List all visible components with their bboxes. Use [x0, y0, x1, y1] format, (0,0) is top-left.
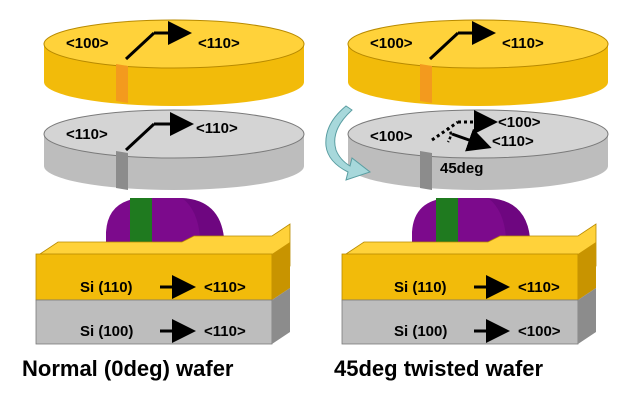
right-mid-label-lower: <110> [492, 133, 534, 150]
left-block: Si (110) <110> Si (100) <110> [35, 223, 291, 345]
right-mid-diag-dotted [431, 120, 459, 142]
left-top-label-left: <100> [66, 35, 109, 52]
right-gate-stripe [436, 198, 458, 250]
left-caption: Normal (0deg) wafer [22, 356, 234, 381]
left-layer-top-material: Si (110) [80, 279, 133, 296]
right-top-notch [420, 64, 432, 103]
right-mid-label-left: <100> [370, 128, 413, 145]
right-layer-bottom-direction: <100> [518, 323, 561, 340]
right-panel: <100> <110> <100> <100> <110> 45deg [325, 19, 609, 381]
right-mid-solid-arrow [451, 128, 492, 152]
left-top-label-right: <110> [198, 35, 240, 52]
right-mid-angle-label: 45deg [440, 160, 483, 177]
left-mid-label-right: <110> [196, 120, 238, 137]
right-layer-bottom-material: Si (100) [394, 323, 447, 340]
left-top-diag-arrow [124, 31, 156, 61]
right-mid-notch [420, 151, 432, 190]
angle-arc [446, 126, 452, 143]
left-mid-label-left: <110> [66, 126, 108, 143]
right-layer-top-material: Si (110) [394, 279, 447, 296]
right-top-diag-arrow [428, 31, 460, 61]
right-layer-top-direction: <110> [518, 279, 560, 296]
left-layer-top-direction: <110> [204, 279, 246, 296]
left-top-notch [116, 64, 128, 103]
right-top-label-left: <100> [370, 35, 413, 52]
left-gate-stripe [130, 198, 152, 250]
left-top-disk: <100> <110> [43, 19, 305, 106]
right-top-disk: <100> <110> [347, 19, 609, 106]
right-top-label-right: <110> [502, 35, 544, 52]
right-caption: 45deg twisted wafer [334, 356, 544, 381]
left-panel: <100> <110> <110> <110> [22, 19, 305, 381]
right-block: Si (110) <110> Si (100) <100> [341, 223, 597, 345]
left-layer-bottom-material: Si (100) [80, 323, 133, 340]
rotate-arrow-icon [325, 105, 372, 181]
right-mid-label-upper: <100> [498, 114, 541, 131]
right-middle-disk: <100> <100> <110> 45deg [347, 109, 609, 190]
left-mid-notch [116, 151, 128, 190]
left-mid-diag-arrow [124, 122, 156, 152]
left-middle-disk: <110> <110> [43, 109, 305, 190]
left-layer-bottom-direction: <110> [204, 323, 246, 340]
